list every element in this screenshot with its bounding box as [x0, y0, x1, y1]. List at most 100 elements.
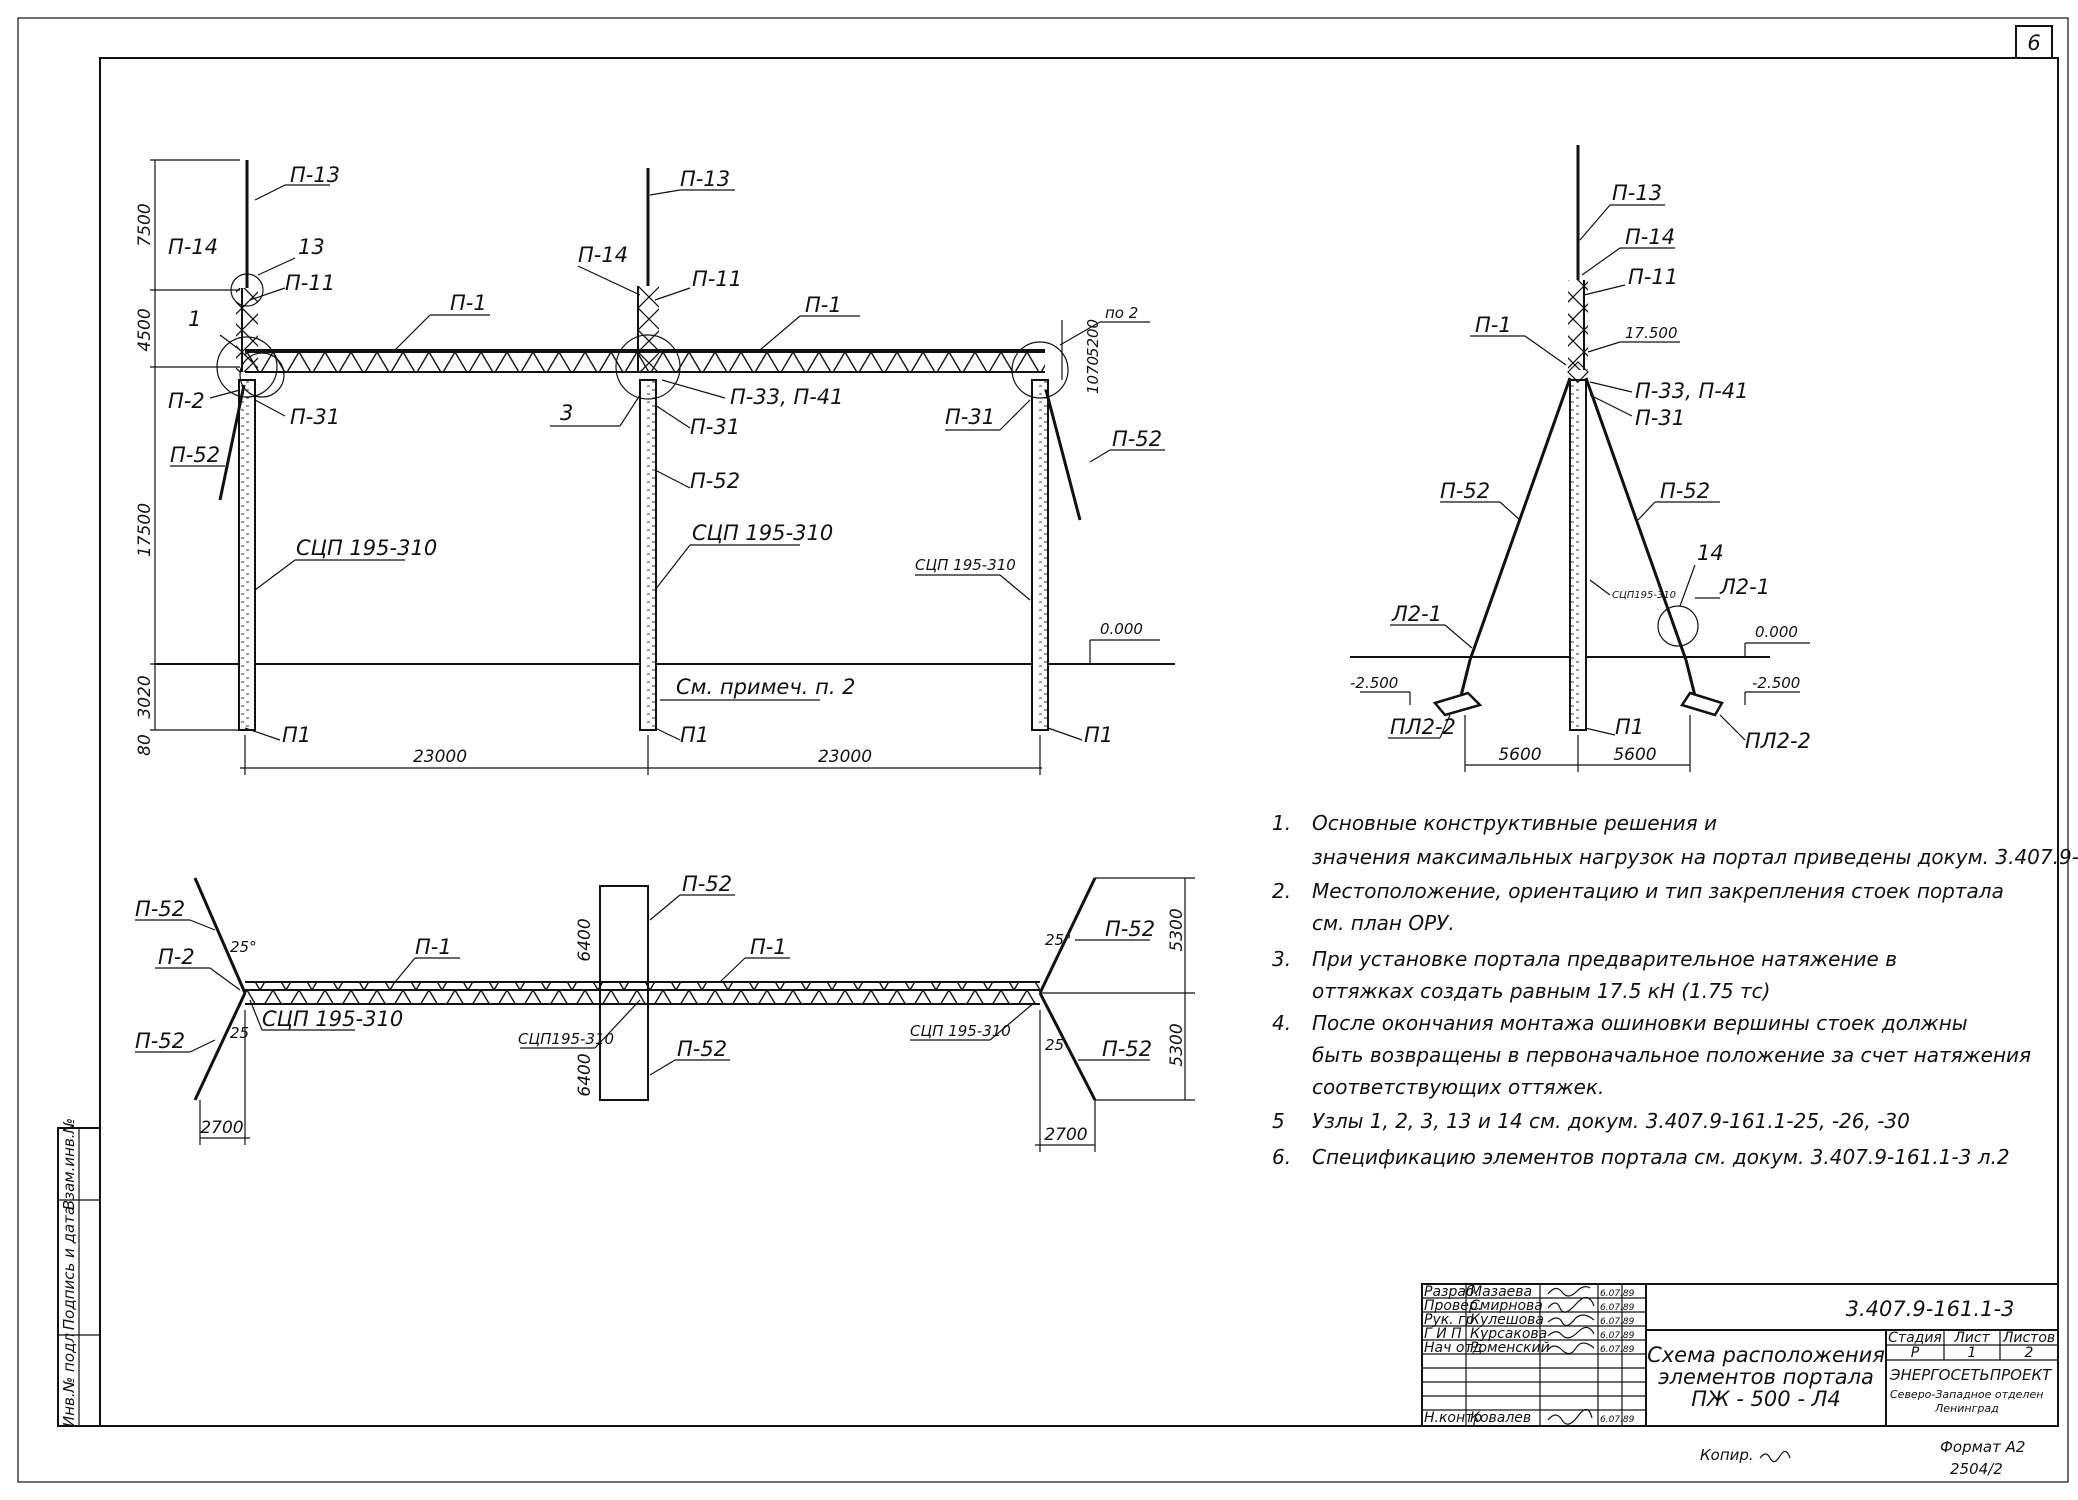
- footer-format: Формат А2: [1940, 1438, 2025, 1456]
- span-2: 23000: [818, 747, 872, 767]
- note-4-num: 4.: [1272, 1011, 1291, 1035]
- label-zero-elev: 0.000: [1100, 620, 1143, 638]
- note-2-num: 2.: [1272, 879, 1291, 903]
- node-2-circle-left: [239, 352, 285, 398]
- tb-sheets-value: 2: [2025, 1345, 2034, 1361]
- note-4-line-2: быть возвращены в первоначальное положен…: [1312, 1043, 2031, 1067]
- tb-name-5: Роменский: [1470, 1340, 1550, 1356]
- signature-6: [1547, 1408, 1593, 1425]
- tb-date-3: 6.07.89: [1600, 1317, 1635, 1327]
- side-label-l21-right: Л2-1: [1719, 575, 1770, 599]
- side-label-l21-left: Л2-1: [1391, 602, 1442, 626]
- side-label-p13: П-13: [1612, 181, 1662, 205]
- plan-guy-right-lower: [1038, 992, 1097, 1101]
- note-5-num: 5: [1272, 1109, 1285, 1133]
- note-3-line-1: При установке портала предварительное на…: [1312, 947, 1897, 971]
- label-13: 13: [298, 235, 325, 259]
- side-stamp: Инв.№ подл Подпись и дата Взам.инв.№: [57, 1118, 101, 1427]
- label-p13-mid: П-13: [680, 167, 730, 191]
- label-p31-mid: П-31: [690, 415, 740, 439]
- side-guy-right: [1584, 377, 1688, 661]
- plan-angle-right-lower: 25: [1045, 1036, 1064, 1054]
- tb-role-1: Разраб.: [1424, 1284, 1479, 1300]
- note-6-num: 6.: [1272, 1145, 1291, 1169]
- plan-angle-left-upper: 25°: [230, 938, 257, 956]
- side-label-pl22-right: ПЛ2-2: [1745, 729, 1811, 753]
- side-label-p1: П-1: [1475, 313, 1512, 337]
- tb-stage-value: Р: [1911, 1345, 1920, 1361]
- plan-label-p52-mid-top: П-52: [682, 872, 732, 896]
- plan-dim-6400-top: 6400: [575, 918, 595, 961]
- side-label-14: 14: [1697, 541, 1724, 565]
- tb-role-6: Н.контр: [1424, 1410, 1482, 1426]
- tb-org-1: ЭНЕРГОСЕТЬПРОЕКТ: [1889, 1366, 2053, 1384]
- label-scp-mid: СЦП 195-310: [692, 521, 833, 545]
- note-3-num: 3.: [1272, 947, 1291, 971]
- label-p14-left: П-14: [168, 235, 218, 259]
- dim-1070: 1070: [1084, 356, 1102, 394]
- node-14-circle: [1657, 605, 1699, 647]
- tb-date-6: 6.07.89: [1600, 1415, 1635, 1425]
- side-label-pl22-left: ПЛ2-2: [1390, 715, 1456, 739]
- tb-name-4: Курсакова: [1470, 1326, 1547, 1342]
- note-4-line-3: соответствующих оттяжек.: [1312, 1075, 1604, 1099]
- label-p31-right: П-31: [945, 405, 995, 429]
- guy-right: [1044, 389, 1082, 521]
- plan-dim-2700-right: 2700: [1044, 1125, 1087, 1145]
- note-6-line-1: Спецификацию элементов портала см. докум…: [1312, 1145, 2010, 1169]
- column-middle: [639, 379, 657, 731]
- column-middle-top-truss: [637, 286, 659, 372]
- plan-angle-left-lower: 25: [230, 1024, 249, 1042]
- side-label-p1: П1: [1615, 715, 1644, 739]
- plan-label-scp-mid: СЦП195-310: [518, 1030, 614, 1048]
- side-label-minus-2500-right: -2.500: [1752, 674, 1800, 692]
- plan-label-p1-right: П-1: [750, 935, 787, 959]
- tb-sheet-value: 1: [1968, 1345, 1977, 1361]
- label-p2-left: П-2: [168, 389, 205, 413]
- note-2-line-1: Местоположение, ориентацию и тип закрепл…: [1312, 879, 2004, 903]
- side-column-truss: [1568, 280, 1588, 370]
- dim-4500: 4500: [135, 308, 155, 351]
- note-1-line-1: Основные конструктивные решения и: [1312, 811, 1717, 835]
- plan-guy-right-upper: [1038, 877, 1097, 994]
- label-p1-mid: П-1: [805, 293, 842, 317]
- label-po2: по 2: [1105, 304, 1138, 322]
- side-dim-5600-left: 5600: [1498, 745, 1541, 765]
- label-p1-bottom-mid: П1: [680, 723, 709, 747]
- plan-label-p52-left-upper: П-52: [135, 897, 185, 921]
- footer-number: 2504/2: [1950, 1460, 2003, 1478]
- signature-2: [1547, 1296, 1595, 1313]
- dim-5200: 5200: [1084, 319, 1102, 357]
- side-view: 5600 5600 П-13 П-14 П-11 П-1 17.500 П-33…: [1350, 145, 1811, 772]
- tb-date-5: 6.07.89: [1600, 1345, 1635, 1355]
- signature-5: [1547, 1342, 1595, 1355]
- column-left-top-truss: [236, 288, 258, 372]
- column-right: [1031, 379, 1049, 731]
- tb-role-5: Нач отд: [1424, 1340, 1482, 1356]
- node-2-circle-right: [1011, 341, 1069, 399]
- side-label-17500: 17.500: [1625, 324, 1678, 342]
- plan-dim-5300-bottom: 5300: [1167, 1023, 1187, 1066]
- tb-sheets-header: Листов: [2002, 1330, 2055, 1346]
- sheet-number: 6: [2027, 31, 2040, 55]
- drawing-frame: [99, 57, 2059, 1427]
- tb-date-1: 6.07.89: [1600, 1289, 1635, 1299]
- tb-date-4: 6.07.89: [1600, 1331, 1635, 1341]
- footer-copy-signature: [1759, 1450, 1791, 1463]
- label-see-note: См. примеч. п. 2: [676, 675, 856, 699]
- guy-left: [218, 384, 246, 501]
- label-p33-p41: П-33, П-41: [730, 385, 844, 409]
- plan-dim-6400-bottom: 6400: [575, 1053, 595, 1096]
- tb-org-3: Ленинград: [1934, 1402, 1999, 1415]
- side-label-p31: П-31: [1635, 406, 1685, 430]
- anchor-plate-left: [1432, 691, 1483, 717]
- plan-label-p52-left-lower: П-52: [135, 1029, 185, 1053]
- label-p1-bottom-left: П1: [282, 723, 311, 747]
- column-left: [238, 379, 256, 731]
- dim-7500: 7500: [135, 203, 155, 246]
- note-2-line-2: см. план ОРУ.: [1312, 911, 1455, 935]
- plan-guy-left-upper: [193, 877, 247, 994]
- note-5-line-1: Узлы 1, 2, 3, 13 и 14 см. докум. 3.407.9…: [1312, 1109, 1910, 1133]
- tb-sheet-header: Лист: [1953, 1330, 1990, 1346]
